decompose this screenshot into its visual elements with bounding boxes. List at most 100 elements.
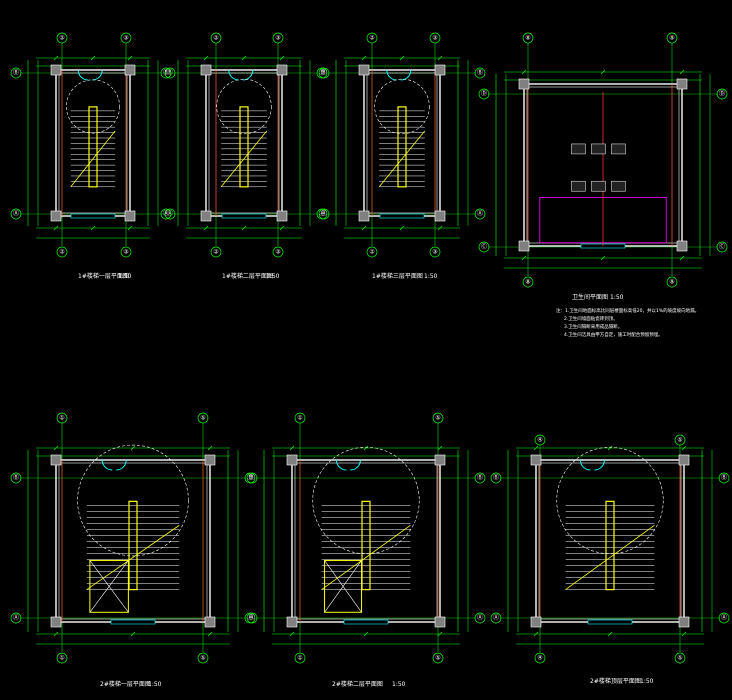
column — [530, 616, 542, 628]
axis-top-left-label: ⑧ — [525, 35, 530, 42]
plan-6-caption: 2#楼梯二层平面图 — [332, 680, 383, 688]
dim-tick — [600, 255, 606, 261]
axis-side-left-bottom-label: Ⓐ — [493, 614, 499, 622]
axis-side-left-top-bubble — [318, 67, 330, 79]
axis-side-left-bottom-bubble — [10, 612, 22, 624]
column — [676, 240, 688, 252]
elevator-cross — [89, 560, 129, 613]
dim-tick — [521, 69, 527, 75]
column — [204, 454, 216, 466]
axis-top-right-bubble — [432, 412, 444, 424]
column — [676, 78, 688, 90]
window-bottom — [587, 619, 633, 625]
axis-side-left-top-label: Ⓑ — [321, 69, 327, 77]
axis-side-left-top-bubble — [478, 88, 490, 100]
axis-side-left-top-label: Ⓑ — [13, 474, 19, 482]
column — [276, 210, 288, 222]
dim-tick — [363, 631, 369, 637]
axis-side-left-bottom-label: Ⓐ — [163, 210, 169, 218]
axis-bottom-left-label: ② — [213, 249, 219, 256]
axis-bottom-left-bubble — [534, 652, 546, 664]
axis-top-right-label: ⑤ — [200, 415, 205, 422]
column — [286, 454, 298, 466]
axis-top-right-label: ⑤ — [435, 415, 440, 422]
axis-top-right-label: ③ — [275, 35, 280, 42]
plan-2-scale: 1:50 — [266, 273, 280, 280]
elevator-shaft — [89, 559, 129, 613]
axis-top-right-label: ⑨ — [669, 35, 674, 42]
axis-bottom-right-label: ③ — [275, 249, 280, 256]
axis-side-right-bottom-bubble — [716, 241, 728, 253]
axis-top-left-label: ② — [369, 35, 375, 42]
axis-side-right-top-label: Ⓑ — [477, 474, 483, 482]
axis-top-right-bubble — [429, 32, 441, 44]
axis-side-left-top-bubble — [160, 67, 172, 79]
dim-tick — [399, 225, 405, 231]
dim-tick — [399, 55, 405, 61]
dim-tick — [533, 631, 539, 637]
stair-rail — [361, 500, 371, 591]
dim-tick — [361, 55, 367, 61]
dim-tick — [437, 225, 443, 231]
plan-1-scale: 1:50 — [118, 273, 132, 280]
column — [124, 64, 136, 76]
dim-tick — [681, 631, 687, 637]
dim-tick — [203, 225, 209, 231]
column — [518, 240, 530, 252]
axis-bottom-right-bubble — [272, 246, 284, 258]
axis-bottom-right-bubble — [432, 652, 444, 664]
axis-side-right-bottom-label: Ⓐ — [477, 614, 483, 622]
dim-tick — [53, 225, 59, 231]
axis-side-left-bottom-label: Ⓐ — [321, 210, 327, 218]
axis-side-left-bottom-bubble — [10, 208, 22, 220]
axis-side-left-bottom-bubble — [478, 241, 490, 253]
column — [358, 210, 370, 222]
axis-side-right-top-label: Ⓑ — [167, 69, 173, 77]
axis-top-right-bubble — [666, 32, 678, 44]
elevator-shaft — [324, 559, 363, 613]
dim-tick — [207, 631, 213, 637]
axis-bottom-left-bubble — [56, 652, 68, 664]
axis-top-right-label: ⑤ — [677, 437, 682, 444]
dim-tick — [241, 55, 247, 61]
axis-side-right-top-bubble — [474, 67, 486, 79]
axis-bottom-right-label: ⑤ — [677, 655, 682, 662]
axis-side-right-bottom-bubble — [474, 612, 486, 624]
axis-top-left-label: ④ — [537, 437, 542, 444]
window-bottom — [379, 213, 425, 219]
axis-side-right-bottom-bubble — [718, 612, 730, 624]
column — [276, 64, 288, 76]
axis-top-left-bubble — [534, 434, 546, 446]
toilet-fixture — [591, 143, 606, 155]
dim-tick — [203, 55, 209, 61]
axis-top-right-label: ③ — [123, 35, 128, 42]
dim-tick — [90, 225, 96, 231]
axis-side-right-bottom-label: Ⓐ — [477, 210, 483, 218]
landing-swing-arc — [556, 446, 664, 555]
toilet-fixture — [611, 143, 626, 155]
axis-top-left-label: ② — [213, 35, 219, 42]
stair-rail — [88, 106, 98, 188]
axis-side-left-top-label: Ⓓ — [481, 90, 487, 98]
axis-bottom-right-bubble — [674, 652, 686, 664]
axis-bottom-left-bubble — [366, 246, 378, 258]
dim-tick — [437, 631, 443, 637]
stair-direction-arrow — [565, 525, 655, 590]
dim-tick — [127, 55, 133, 61]
axis-side-right-top-label: Ⓑ — [477, 69, 483, 77]
toilet-fixture — [591, 180, 606, 192]
note-line-1: 注：1.卫生间地面标高比同层楼面标高低20，并以1%的坡度坡向地漏。 — [556, 307, 699, 314]
window-bottom — [70, 213, 116, 219]
axis-side-left-top-label: Ⓑ — [13, 69, 19, 77]
axis-side-right-bottom-label: Ⓐ — [247, 614, 253, 622]
axis-bottom-left-label: ② — [369, 249, 375, 256]
dim-tick — [679, 69, 685, 75]
toilet-fixture — [611, 180, 626, 192]
notes-block: 注：1.卫生间地面标高比同层楼面标高低20，并以1%的坡度坡向地漏。 2.卫生间… — [556, 307, 699, 338]
axis-side-left-top-bubble — [10, 67, 22, 79]
column — [518, 78, 530, 90]
axis-bottom-right-bubble — [429, 246, 441, 258]
plan-2: ② ③ ② ③ Ⓑ Ⓐ Ⓑ Ⓐ — [160, 32, 328, 258]
